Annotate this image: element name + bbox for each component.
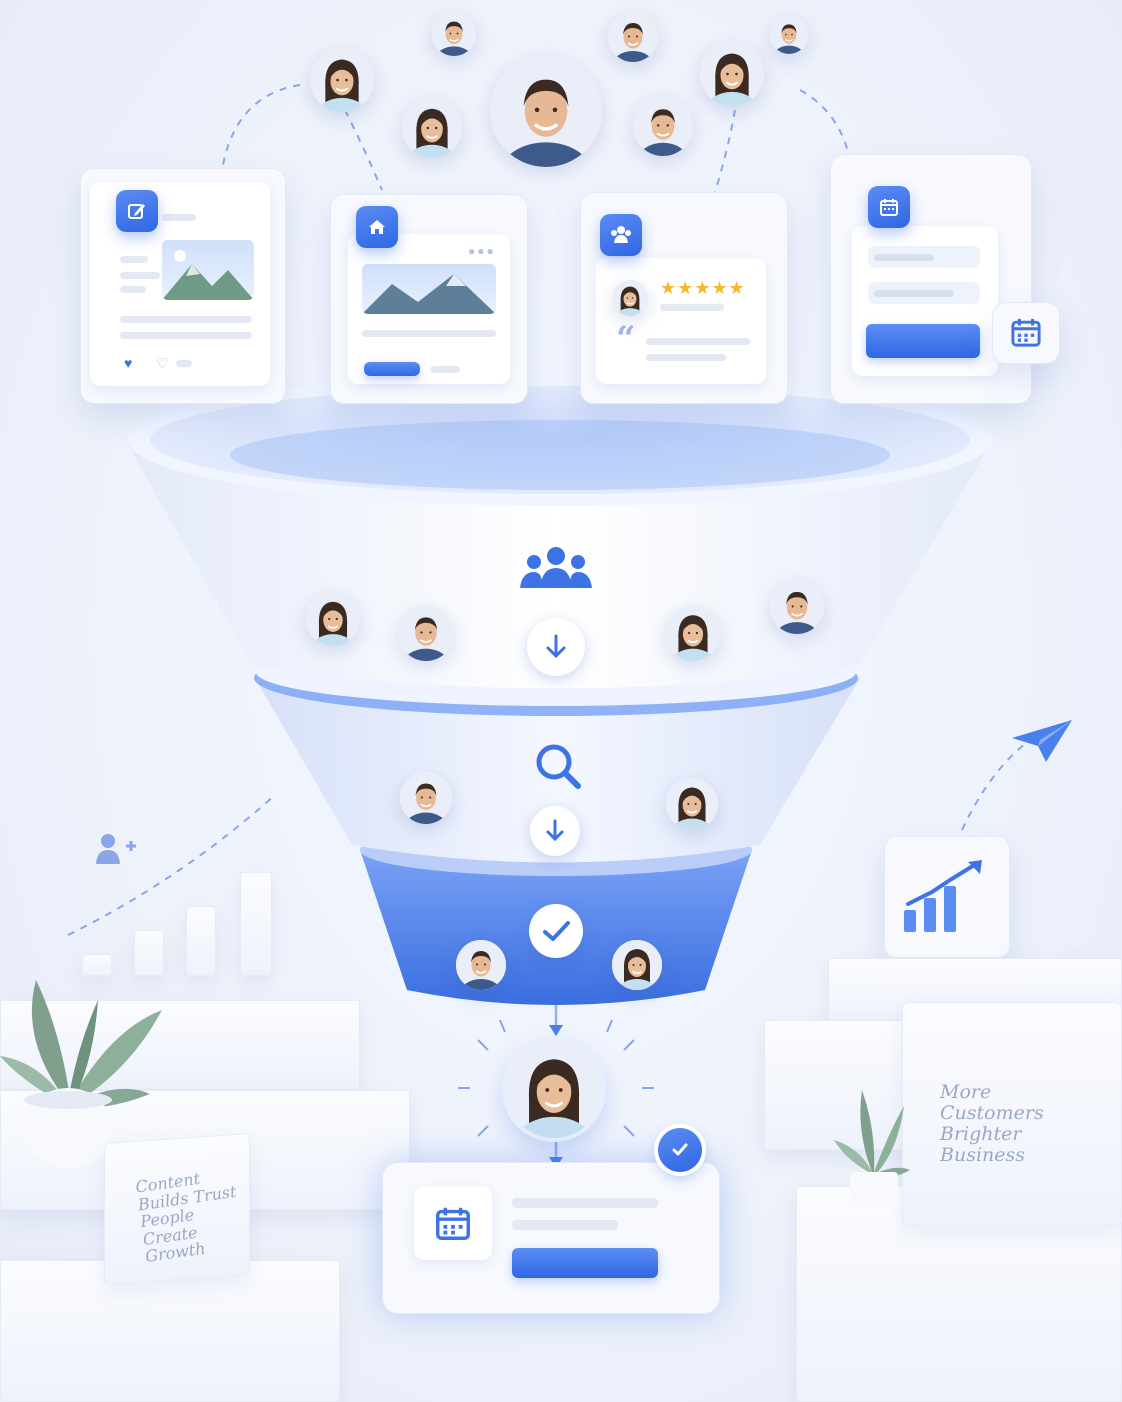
add-user-icon xyxy=(96,834,136,864)
step-block xyxy=(0,1260,340,1402)
book-button-bar xyxy=(866,324,980,358)
plant-decoration xyxy=(834,1090,910,1208)
growth-chart-card xyxy=(884,836,1010,958)
avatar xyxy=(306,592,360,646)
calendar-widget xyxy=(992,302,1060,364)
plant-decoration xyxy=(0,980,162,1168)
review-card: ★★★★★ “ xyxy=(580,192,788,404)
growth-note-line: More xyxy=(940,1081,992,1103)
booking-card xyxy=(830,154,1032,404)
paper-plane-icon xyxy=(1012,720,1072,762)
avatar xyxy=(700,42,764,106)
avatar xyxy=(310,48,374,112)
booking-form xyxy=(852,226,998,376)
heart-outline-icon: ♡ xyxy=(156,355,169,371)
bar-chart-decoration xyxy=(186,906,216,976)
avatar xyxy=(456,940,506,990)
growth-note-line: Customers xyxy=(940,1101,1044,1124)
people-group-icon xyxy=(520,547,592,588)
content-note: Content Builds Trust People Create Growt… xyxy=(134,1162,265,1267)
window-dots: ●●● xyxy=(468,244,496,258)
avatar xyxy=(770,16,808,54)
arrow-down-button xyxy=(527,618,585,676)
avatar xyxy=(633,96,693,156)
review-card-body: ★★★★★ “ xyxy=(596,258,766,384)
rating-stars: ★★★★★ xyxy=(660,278,746,299)
avatar xyxy=(608,12,658,62)
avatar xyxy=(665,605,721,661)
check-badge-icon xyxy=(658,1128,702,1172)
calendar-icon xyxy=(436,1207,470,1240)
users-icon xyxy=(600,214,642,256)
arrow-down-button xyxy=(530,806,580,856)
avatar xyxy=(770,580,824,634)
home-icon xyxy=(356,206,398,248)
avatar xyxy=(666,778,718,830)
growth-note-line: Business xyxy=(940,1143,1026,1166)
page-card-body: ●●● xyxy=(348,234,510,384)
booking-confirmation-card xyxy=(382,1162,720,1314)
quote-icon: “ xyxy=(616,319,636,359)
post-card: ♥ ♡ xyxy=(80,168,286,404)
image-thumbnail xyxy=(362,264,496,314)
arrow-down-icon xyxy=(546,634,566,659)
bar-chart-decoration xyxy=(240,872,272,976)
bar-chart-decoration xyxy=(82,954,112,976)
avatar-converted-customer xyxy=(506,1042,602,1138)
avatar xyxy=(432,12,476,56)
edit-icon xyxy=(116,190,158,232)
check-icon xyxy=(529,904,583,958)
image-thumbnail xyxy=(162,240,254,300)
avatar xyxy=(612,940,662,990)
page-card: ●●● xyxy=(330,194,528,404)
calendar-icon xyxy=(868,186,910,228)
avatar xyxy=(612,280,648,316)
cta-bar xyxy=(364,362,420,376)
growth-note-card xyxy=(902,1002,1122,1226)
avatar xyxy=(400,772,452,824)
search-icon xyxy=(536,744,581,789)
calendar-icon xyxy=(1011,318,1041,347)
bar-chart-decoration xyxy=(134,930,164,976)
avatar xyxy=(398,605,454,661)
calendar-tile xyxy=(414,1186,492,1260)
growth-chart-icon xyxy=(904,860,982,932)
avatar-featured xyxy=(490,55,602,167)
arrow-down-icon xyxy=(546,819,564,842)
growth-note: More Customers Brighter Business xyxy=(940,1082,1100,1166)
avatar xyxy=(402,98,462,158)
growth-note-line: Brighter xyxy=(940,1122,1022,1145)
confirm-button-bar xyxy=(512,1248,658,1278)
heart-icon: ♥ xyxy=(124,355,133,371)
